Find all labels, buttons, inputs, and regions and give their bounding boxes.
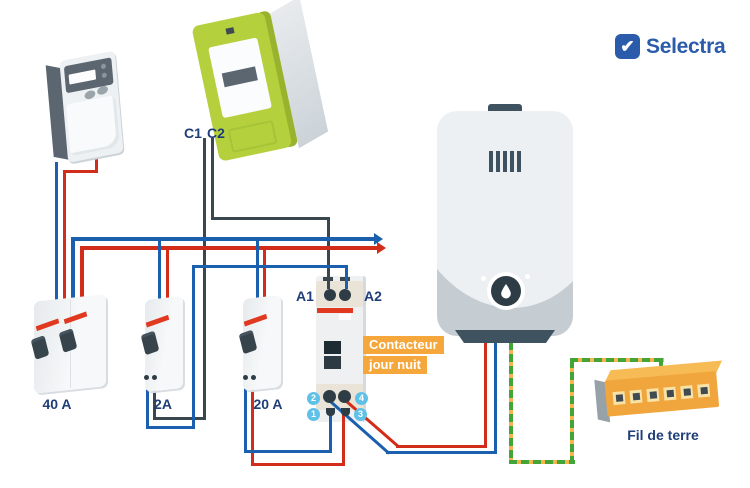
breaker-output-terminal (152, 375, 157, 380)
contactor-red-stripe (317, 308, 353, 313)
contactor-terminal-a1-hole (324, 289, 336, 301)
contactor-indicator (339, 314, 351, 320)
neutral-bus-arrow (374, 233, 383, 245)
heater-base (455, 330, 555, 343)
linky-panel (208, 37, 272, 119)
main-breaker-40a (26, 294, 112, 398)
heater-dot (481, 276, 486, 281)
phase-bus-arrow (377, 242, 386, 254)
selectra-wordmark: Selectra (646, 34, 726, 58)
neutral-drop-2a (158, 240, 161, 302)
linky-led (225, 27, 235, 35)
heater-body (437, 111, 573, 336)
breaker-output-terminal (251, 375, 256, 380)
earth-block-hole (646, 387, 660, 402)
meter-led (100, 63, 107, 70)
contactor-terminal-2-hole (323, 390, 336, 403)
meter-front-face (59, 50, 124, 163)
phase-drop-20a (263, 249, 266, 299)
breaker-output-terminal (144, 375, 149, 380)
linky-terminal-cover (227, 119, 278, 154)
contactor-tag: Contacteur jour nuit (363, 336, 444, 376)
coil-breaker-2a (139, 294, 189, 398)
earth-label: Fil de terre (627, 427, 699, 443)
contactor-terminal-4-hole (338, 390, 351, 403)
earth-block-hole (663, 386, 677, 401)
terminal-badge-2: 2 (307, 392, 320, 405)
heater-dot (525, 274, 530, 279)
breaker-label-2a: 2A (154, 396, 172, 412)
breaker-output-terminal (243, 375, 248, 380)
heater-breaker-20a (237, 293, 287, 397)
earth-block-hole (680, 384, 694, 399)
meter-led (101, 72, 107, 79)
heater-cap (488, 104, 522, 114)
contactor-tag-line2: jour nuit (363, 356, 427, 374)
breaker-label-20a: 20 A (253, 396, 283, 412)
water-heater (437, 104, 573, 344)
terminal-badge-1: 1 (307, 408, 320, 421)
contactor-tag-line1: Contacteur (363, 336, 444, 354)
earth-block-hole (612, 390, 626, 405)
earth-block-hole (629, 389, 643, 404)
c1-label: C1 (184, 125, 202, 141)
selectra-check-icon: ✔ (615, 34, 640, 59)
contactor-terminal-1-hole (326, 408, 335, 416)
heater-lower-shell (437, 269, 573, 336)
terminal-badge-4: 4 (355, 392, 368, 405)
phase-drop-2a (166, 249, 169, 302)
terminal-badge-3: 3 (354, 408, 367, 421)
heater-vents (489, 151, 521, 172)
meter-neutral-wire (55, 162, 58, 302)
contactor-terminal-3-hole (341, 408, 350, 416)
meter-cover (66, 94, 121, 157)
water-drop-icon (501, 284, 511, 299)
breaker-label-40a: 40 A (42, 396, 72, 412)
coil-terminal-a2-label: A2 (364, 288, 382, 304)
contactor-switch (324, 356, 341, 369)
selectra-logo: ✔ Selectra (615, 34, 726, 59)
neutral-drop-20a (256, 240, 259, 299)
electricity-meter (41, 50, 135, 176)
coil-terminal-a1-label: A1 (296, 288, 314, 304)
c2-label: C2 (207, 125, 225, 141)
earth-block-hole (697, 383, 711, 398)
linky-display (221, 66, 258, 88)
contactor-terminal-a2-hole (339, 289, 351, 301)
heater-thermostat-dial (487, 272, 525, 310)
earth-terminal-block (594, 360, 727, 432)
contactor-switch (324, 341, 341, 354)
meter-display (68, 69, 97, 85)
